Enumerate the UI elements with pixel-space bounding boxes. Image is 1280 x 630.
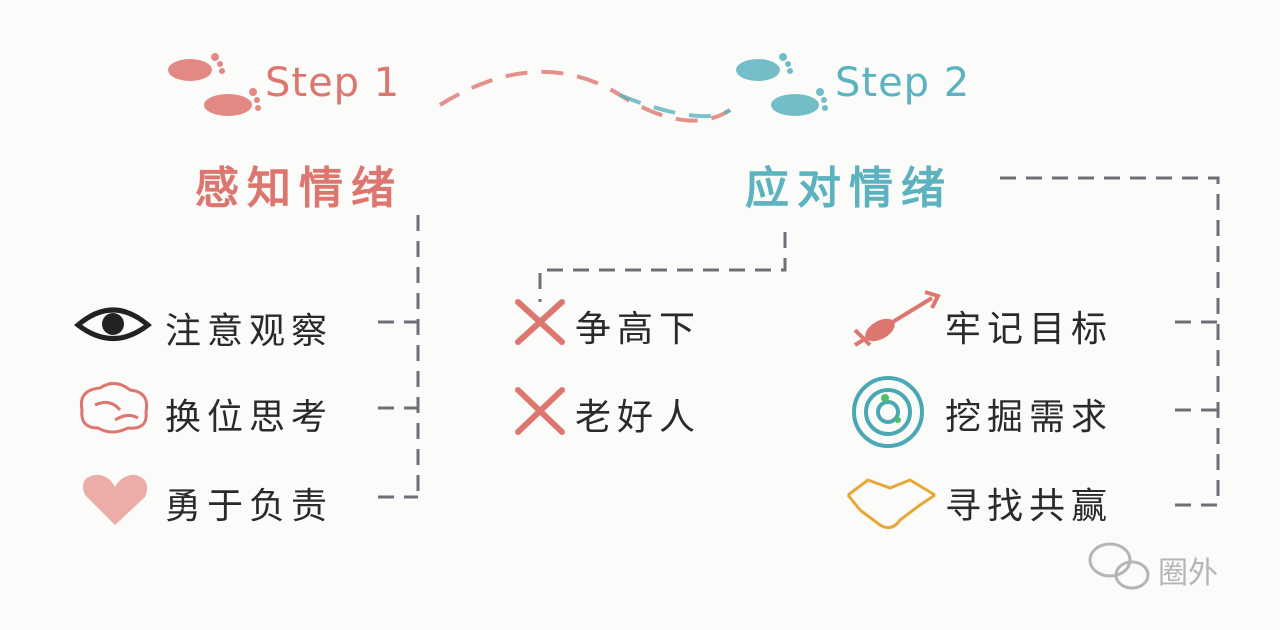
radar-icon bbox=[852, 376, 924, 448]
right-item-1: 牢记目标 bbox=[945, 309, 1114, 350]
cross-icon-2 bbox=[515, 387, 565, 435]
left-item-2: 换位思考 bbox=[165, 397, 334, 438]
handshake-icon bbox=[846, 478, 936, 530]
right-item-3: 寻找共赢 bbox=[945, 486, 1114, 527]
wechat-logo-icon bbox=[1088, 542, 1150, 590]
footprints-icon-step1 bbox=[168, 53, 261, 116]
step1-title: 感知情绪 bbox=[195, 163, 403, 214]
left-item-1: 注意观察 bbox=[165, 311, 334, 352]
middle-item-2: 老好人 bbox=[575, 397, 702, 438]
step1-label: Step 1 bbox=[265, 60, 401, 106]
eye-icon bbox=[74, 307, 152, 341]
footprints-icon-step2 bbox=[736, 53, 828, 116]
left-bracket bbox=[378, 215, 420, 500]
middle-item-1: 争高下 bbox=[575, 309, 702, 350]
left-item-3: 勇于负责 bbox=[165, 486, 334, 527]
middle-bracket bbox=[538, 232, 787, 302]
watermark: 圈外 bbox=[1158, 556, 1218, 591]
brain-icon bbox=[79, 382, 149, 434]
step2-label: Step 2 bbox=[835, 60, 971, 106]
right-item-2: 挖掘需求 bbox=[945, 397, 1114, 438]
right-bracket bbox=[1000, 176, 1220, 507]
wave-connector bbox=[438, 69, 732, 123]
step2-title: 应对情绪 bbox=[745, 163, 953, 214]
dart-icon bbox=[853, 290, 941, 347]
cross-icon-1 bbox=[515, 299, 565, 345]
heart-icon bbox=[82, 474, 148, 525]
